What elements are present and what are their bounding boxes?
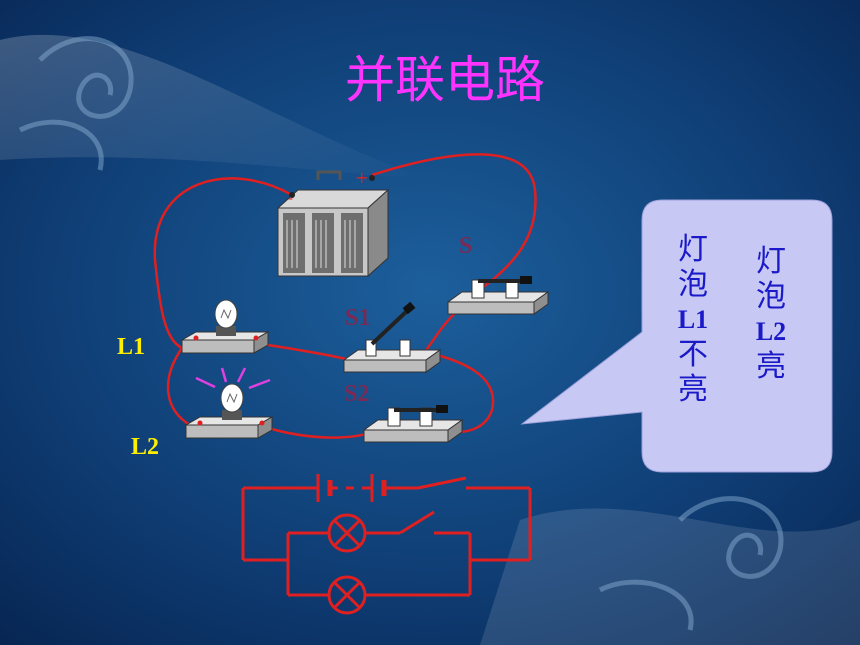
knife-switch-icon [342, 301, 442, 373]
knife-switch-icon [446, 276, 550, 315]
slide-title: 并联电路 [345, 51, 545, 109]
label-s: S [459, 233, 473, 259]
label-s1: S1 [345, 305, 371, 331]
callout-text-l1: 灯 泡 L1 不 亮 [677, 232, 709, 407]
light-bulb-icon [180, 299, 270, 354]
battery-plus: + [355, 168, 368, 187]
label-l1: L1 [117, 334, 146, 360]
knife-switch-icon [362, 405, 464, 443]
callout-text-l2: 灯 泡 L2 亮 [755, 244, 787, 384]
circuit-schematic [241, 476, 532, 597]
label-l2: L2 [131, 434, 160, 460]
light-bulb-icon [184, 367, 274, 439]
battery-minus: - [288, 191, 293, 207]
lamp-symbol-icon [327, 575, 367, 615]
battery-icon: - + [276, 168, 390, 278]
lamp-symbol-icon [327, 513, 367, 553]
callout-bubble [520, 199, 833, 473]
cell-symbol-icon [316, 474, 387, 502]
wires [153, 153, 537, 439]
label-s2: S2 [344, 381, 370, 407]
